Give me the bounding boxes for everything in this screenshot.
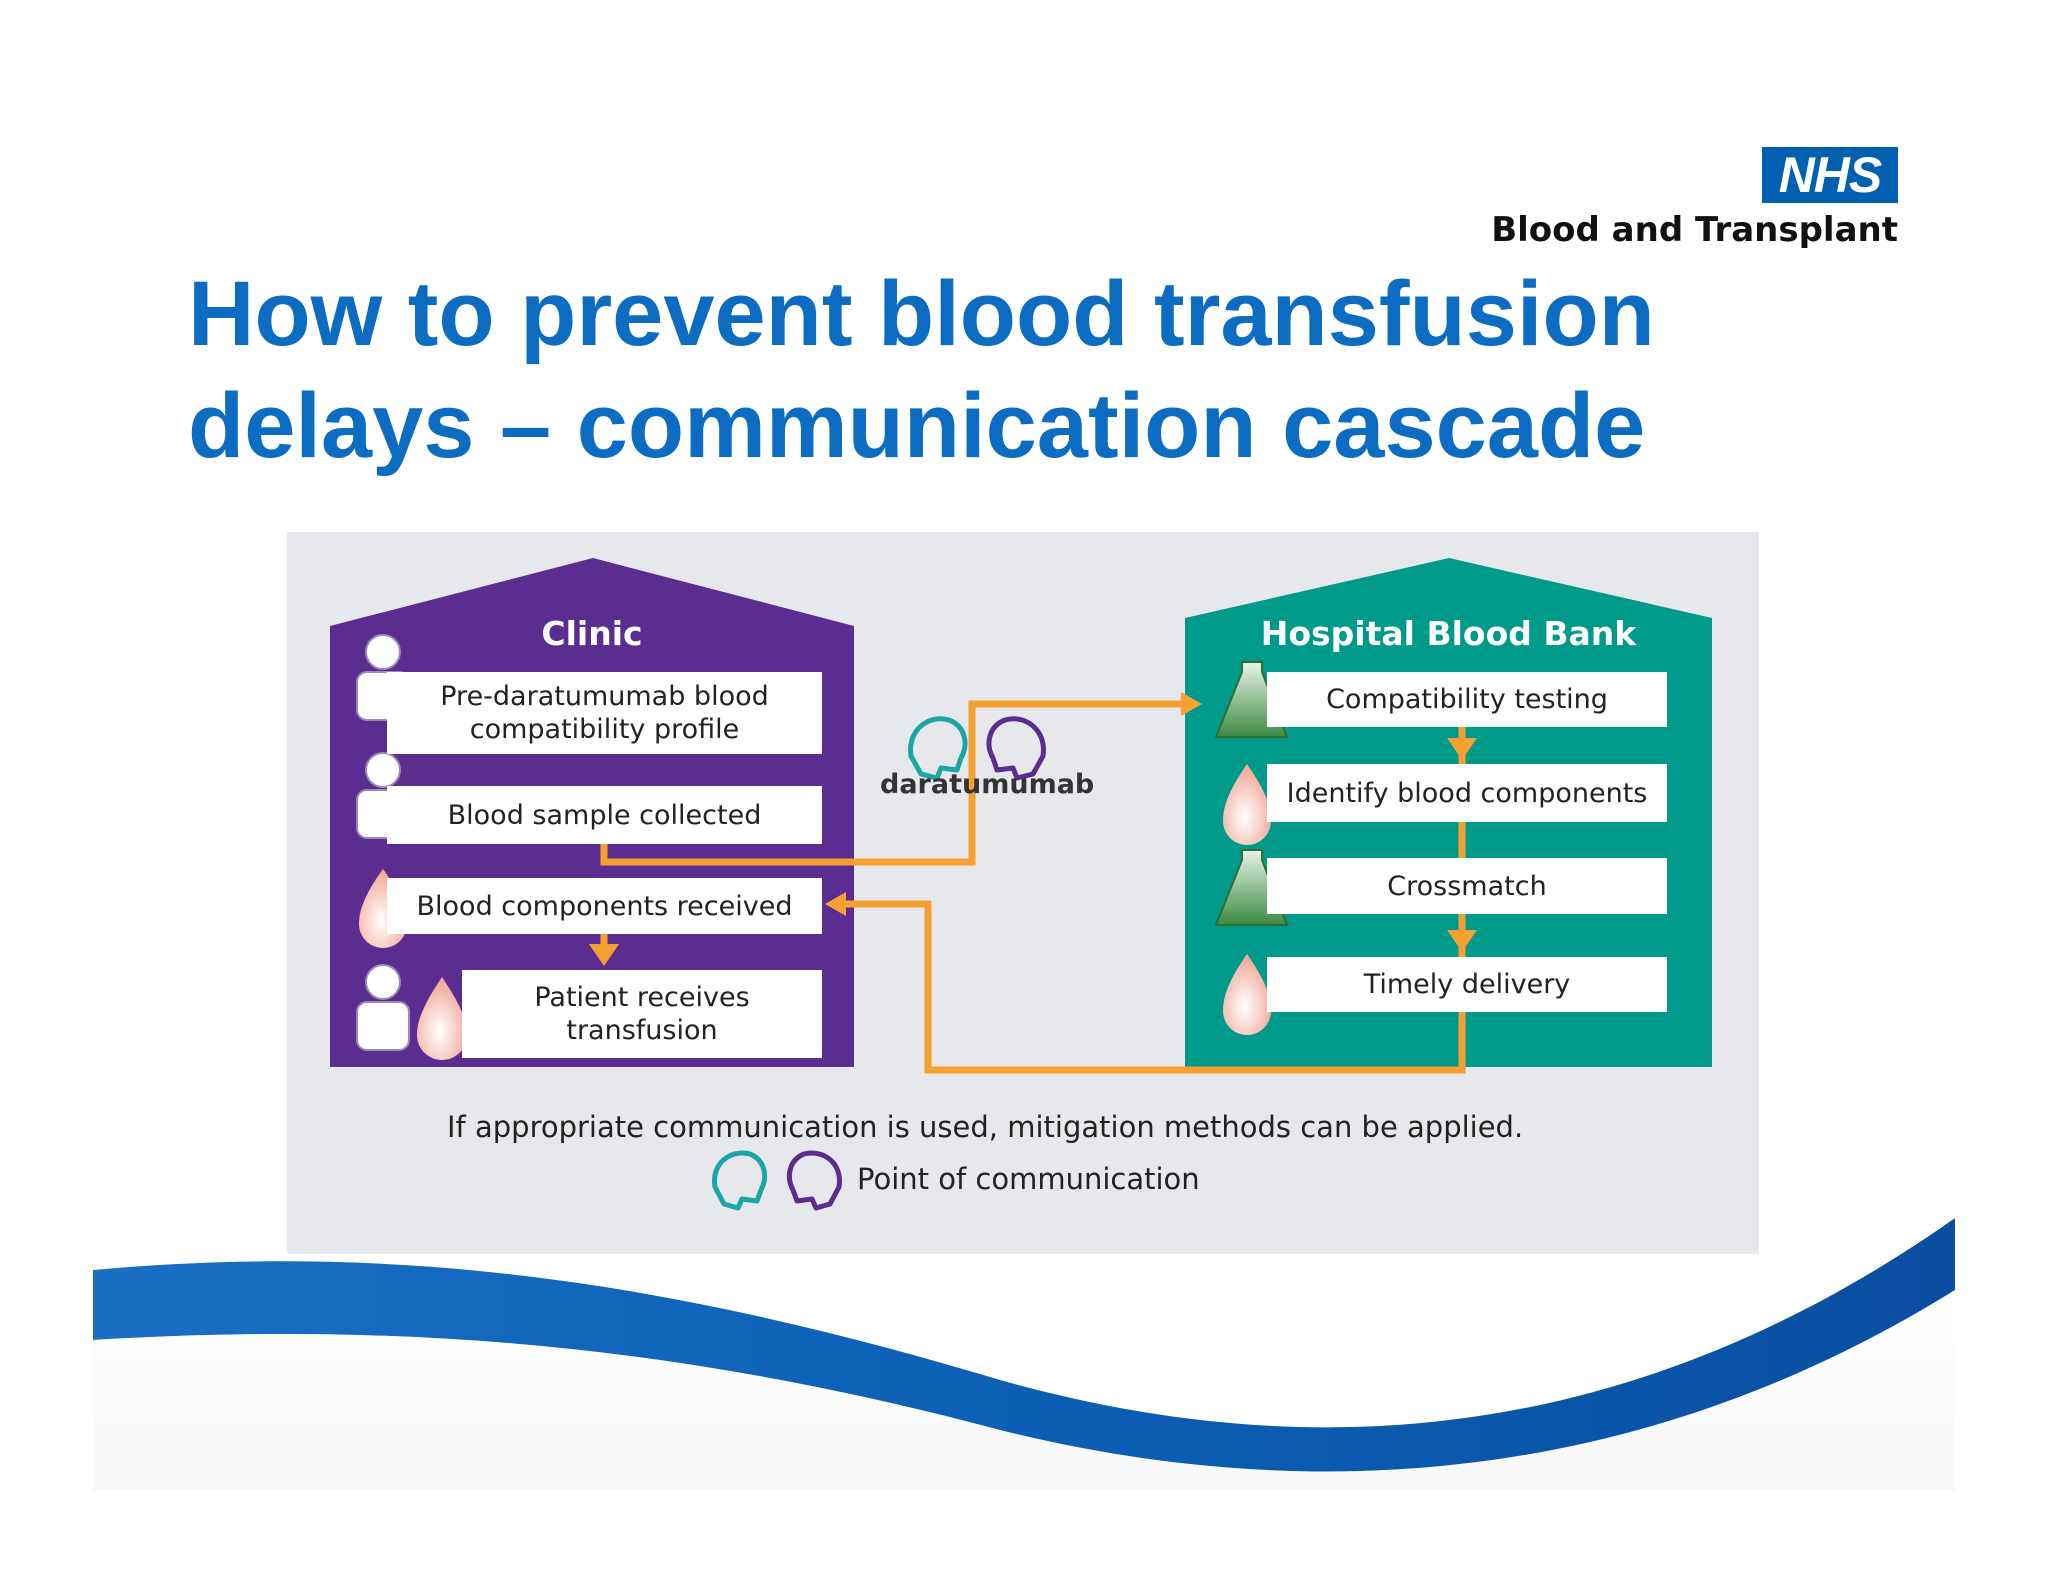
bank-step-identify-components: Identify blood components — [1267, 764, 1667, 822]
blood-drop-icon — [1223, 764, 1271, 845]
org-name: Blood and Transplant — [1491, 210, 1898, 250]
arrow-to-compatibility-testing — [1181, 692, 1202, 716]
arrowheads — [589, 692, 1477, 966]
person-icon — [356, 964, 410, 1051]
arrow-to-blood-components-received — [825, 892, 846, 916]
blood-drop-icon — [417, 977, 467, 1060]
communication-drug-label: daratumumab — [880, 769, 1095, 800]
speech-head-purple-icon — [986, 716, 1046, 781]
nhs-logo: NHS — [1762, 147, 1898, 203]
delivery-to-clinic-line — [835, 900, 1466, 1074]
communication-cascade-diagram: Clinic Hospital Blood Bank Pre-daratumum… — [287, 532, 1759, 1254]
bank-step-compatibility-testing: Compatibility testing — [1267, 672, 1667, 727]
footer-wave-shade — [93, 1290, 1955, 1490]
bank-step-crossmatch: Crossmatch — [1267, 858, 1667, 914]
legend-label: Point of communication — [857, 1162, 1200, 1196]
diagram-caption: If appropriate communication is used, mi… — [447, 1110, 1524, 1144]
clinic-step-patient-receives: Patient receives transfusion — [462, 970, 822, 1058]
clinic-title: Clinic — [541, 614, 643, 653]
blood-drop-icon — [1223, 954, 1271, 1035]
sample-to-bank-line — [600, 700, 1189, 866]
arrow-to-patient-receives — [589, 944, 619, 966]
slide-title: How to prevent blood transfusion delays … — [188, 263, 1655, 477]
blood-bank-title: Hospital Blood Bank — [1260, 614, 1637, 653]
speech-head-teal-icon — [712, 1150, 768, 1211]
speech-head-purple-icon — [786, 1150, 842, 1211]
speech-head-teal-icon — [908, 716, 968, 781]
arrow-to-timely-delivery — [1447, 930, 1477, 952]
clinic-step-compatibility-profile: Pre-daratumumab blood compatibility prof… — [387, 672, 822, 754]
clinic-step-components-received: Blood components received — [387, 878, 822, 934]
clinic-step-sample-collected: Blood sample collected — [387, 786, 822, 844]
footer-wave-fill — [93, 1218, 1955, 1472]
bank-step-timely-delivery: Timely delivery — [1267, 957, 1667, 1012]
arrow-to-identify-blood-components — [1447, 738, 1477, 760]
